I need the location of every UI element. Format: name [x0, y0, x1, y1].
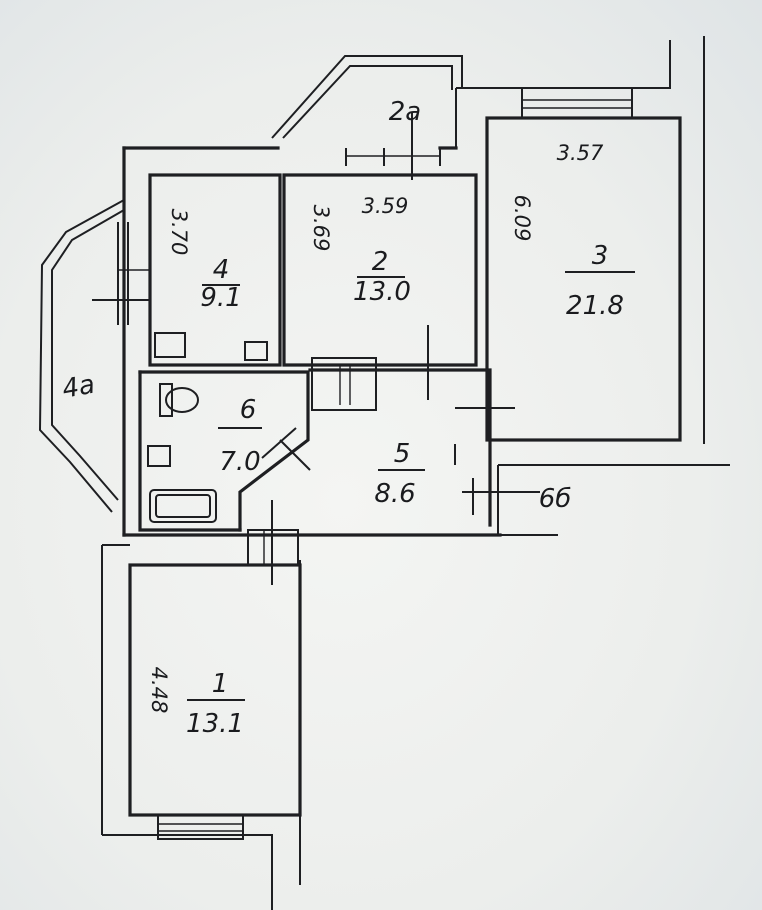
room-3-area: 21.8	[566, 291, 624, 321]
room-3-walls	[455, 87, 682, 442]
balcony-6b-label: 6б	[539, 484, 572, 514]
room-label-6: 6 7.0	[218, 395, 262, 477]
room-1-number: 1	[212, 669, 229, 699]
room-label-2: 2 13.0	[353, 247, 411, 307]
balcony-2a-outline	[271, 55, 463, 180]
room-3-number: 3	[592, 241, 609, 271]
room-2-walls	[282, 173, 478, 400]
dim-room-4-side: 3.70	[167, 209, 191, 256]
balcony-4a-outline	[38, 199, 150, 513]
balcony-4a-label: 4а	[60, 370, 97, 405]
room-2-number: 2	[372, 247, 389, 277]
dim-room-3-top: 3.57	[557, 141, 604, 165]
room-5-walls	[308, 357, 540, 527]
room-4-area: 9.1	[200, 283, 241, 313]
room-label-4: 1 4 9.1	[200, 255, 241, 313]
room-label-1: 1 13.1	[186, 669, 245, 739]
room-4-number: 4	[213, 255, 230, 285]
room-6-number: 6	[240, 395, 257, 425]
room-6-area: 7.0	[219, 447, 260, 477]
room-4-walls	[148, 173, 282, 367]
dim-room-1-side: 4.48	[147, 667, 171, 714]
room-label-3: 3 21.8	[565, 241, 635, 321]
room-5-number: 5	[394, 439, 411, 469]
room-1-walls	[128, 500, 302, 840]
dim-room-2-top: 3.59	[362, 194, 409, 218]
room-label-5: 5 8.6	[374, 439, 425, 509]
room-2-area: 13.0	[353, 277, 411, 307]
dim-room-3-side: 6.09	[510, 195, 534, 242]
room-6-walls	[138, 370, 311, 532]
room-1-area: 13.1	[186, 709, 244, 739]
outer-walls	[101, 36, 730, 910]
dim-room-2-side: 3.69	[309, 205, 333, 252]
balcony-2a-label: 2а	[389, 97, 421, 127]
room-5-area: 8.6	[374, 479, 415, 509]
